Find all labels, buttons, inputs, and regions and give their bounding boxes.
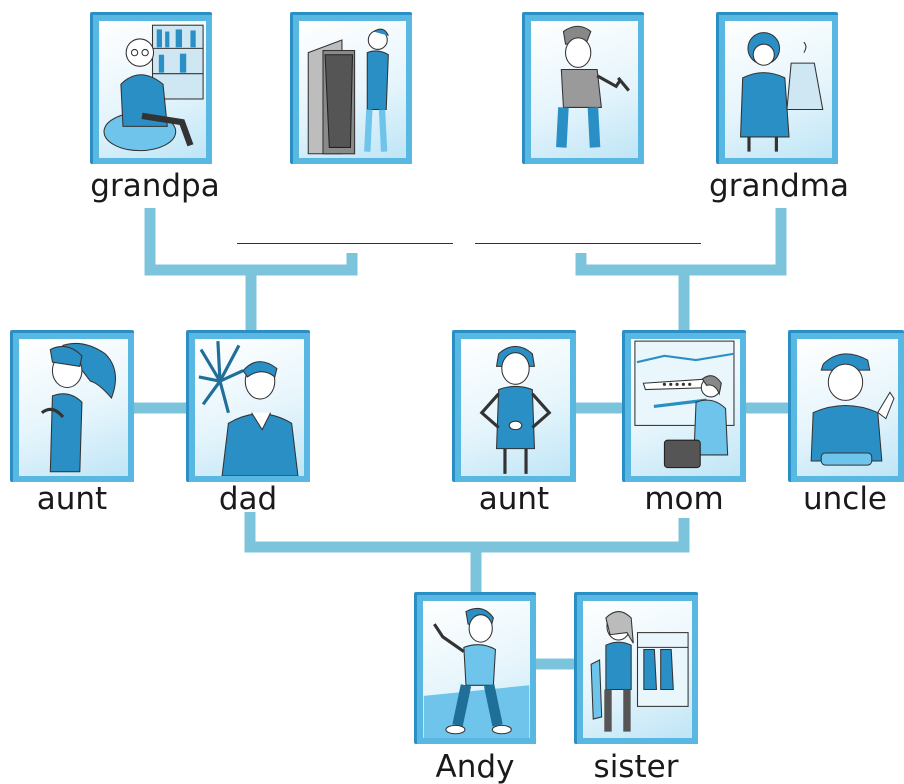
person-closet-icon bbox=[307, 28, 389, 155]
sister-picture bbox=[574, 592, 698, 744]
grandma-jacket-icon bbox=[740, 32, 824, 152]
woman-hands-hips-icon bbox=[479, 345, 552, 474]
girl-shopping-icon bbox=[590, 611, 689, 732]
label-aunt-right: aunt bbox=[478, 481, 550, 517]
unlabeled-picture-right bbox=[522, 12, 644, 164]
aunt-left-picture bbox=[10, 330, 134, 482]
aunt-right-picture bbox=[452, 330, 576, 482]
label-mom: mom bbox=[644, 481, 724, 517]
unlabeled-picture-left bbox=[290, 12, 412, 164]
grandpa-picture bbox=[90, 12, 212, 164]
dad-picture bbox=[186, 330, 310, 482]
woman-airport-icon bbox=[634, 340, 735, 469]
andy-picture bbox=[414, 592, 536, 744]
label-aunt-left: aunt bbox=[36, 481, 108, 517]
grandma-picture bbox=[716, 12, 838, 164]
label-sister: sister bbox=[593, 749, 679, 784]
person-pencil-icon bbox=[556, 25, 630, 148]
answer-blank-right[interactable] bbox=[475, 243, 701, 244]
label-uncle: uncle bbox=[802, 481, 888, 517]
man-plant-icon bbox=[198, 341, 299, 476]
label-dad: dad bbox=[218, 481, 278, 517]
mom-picture bbox=[622, 330, 746, 482]
label-grandma: grandma bbox=[709, 168, 849, 204]
answer-blank-left[interactable] bbox=[237, 243, 453, 244]
uncle-picture bbox=[788, 330, 904, 482]
woman-ponytail-icon bbox=[40, 342, 117, 473]
grandpa-reading-icon bbox=[103, 24, 204, 152]
man-thumbs-up-icon bbox=[810, 353, 895, 466]
connector-parents bbox=[244, 512, 690, 553]
label-grandpa: grandpa bbox=[90, 168, 220, 204]
boy-waving-icon bbox=[423, 607, 530, 738]
connector-grandma-couple bbox=[575, 208, 787, 276]
connector-grandpa-couple bbox=[144, 208, 358, 276]
label-andy: Andy bbox=[435, 749, 515, 784]
